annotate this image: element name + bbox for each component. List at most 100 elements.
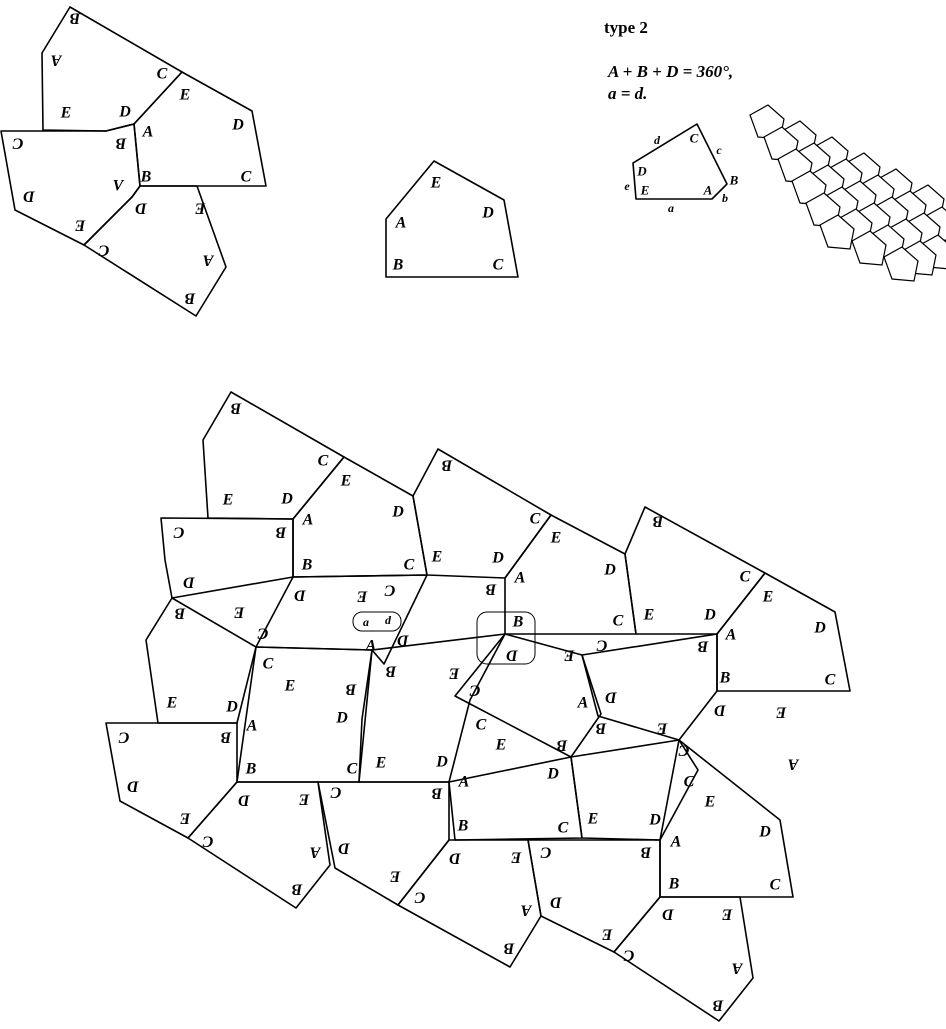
tile-vertex-b: B <box>345 681 357 698</box>
vertex-label-c: C <box>12 135 23 152</box>
tile-vertex-a: A <box>670 834 682 851</box>
tile-vertex-d: D <box>391 504 404 521</box>
vertex-label-e: E <box>430 175 442 192</box>
tile-vertex-d: D <box>280 491 293 508</box>
tile-vertex-a: A <box>725 627 737 644</box>
tile-vertex-a: A <box>309 844 321 861</box>
edge-label-b: b <box>722 191 728 205</box>
tile-vertex-e: E <box>299 791 311 808</box>
tile-vertex-b: B <box>174 605 186 622</box>
tile-vertex-d: D <box>225 699 238 716</box>
tile-vertex-b: B <box>712 997 724 1014</box>
tile-13 <box>454 633 602 758</box>
tile-vertex-d: D <box>813 620 826 637</box>
vertex-label-e: E <box>60 105 72 122</box>
edge-label-d: d <box>654 133 661 147</box>
tile-annotated <box>632 123 728 200</box>
tile-vertex-e: E <box>602 926 614 943</box>
tile-vertex-b: B <box>385 663 397 680</box>
tile-vertex-e: E <box>180 810 192 827</box>
vertex-highlight-marker <box>476 611 536 665</box>
vertex-label-a: A <box>703 183 713 198</box>
tile-vertex-d: D <box>546 766 559 783</box>
tile-vertex-c: C <box>404 557 415 574</box>
vertex-label-d: D <box>135 200 148 217</box>
mini-tile <box>883 246 919 282</box>
tile-vertex-a: A <box>302 512 314 529</box>
vertex-label-b: B <box>392 257 404 274</box>
tile-vertex-d: D <box>449 850 462 867</box>
vertex-label-b: B <box>184 290 196 307</box>
tile-vertex-e: E <box>357 588 369 605</box>
tile-vertex-c: C <box>173 524 184 541</box>
tile-vertex-c: C <box>558 820 569 837</box>
vertex-label-e: E <box>179 87 191 104</box>
tile-vertex-c: C <box>476 717 487 734</box>
type-title: type 2 <box>604 18 648 37</box>
tile-vertex-b: B <box>640 844 652 861</box>
mini-tiling <box>749 104 946 282</box>
tile-vertex-c: C <box>596 637 607 654</box>
tile-vertex-d: D <box>238 792 251 809</box>
tile-vertex-e: E <box>166 695 178 712</box>
tile-vertex-d: D <box>714 702 727 719</box>
vertex-label-d: D <box>636 164 647 179</box>
tile-vertex-e: E <box>511 849 523 866</box>
tile-vertex-b: B <box>503 940 515 957</box>
tile-vertex-c: C <box>263 656 274 673</box>
tile-vertex-a: A <box>520 902 532 919</box>
tile-vertex-c: C <box>318 453 329 470</box>
edge-highlight-marker <box>352 611 402 632</box>
vertex-label-c: C <box>98 242 109 259</box>
tile-vertex-b: B <box>556 737 568 754</box>
edge-label-e: e <box>624 179 630 193</box>
tile-vertex-b: B <box>301 557 313 574</box>
vertex-label-a: A <box>50 52 62 69</box>
tile-vertex-d: D <box>127 778 140 795</box>
vertex-label-b: B <box>69 10 81 27</box>
tile-vertex-b: B <box>230 400 242 417</box>
tile-vertex-a: A <box>787 756 799 773</box>
vertex-label-d: D <box>23 188 36 205</box>
tile-vertex-e: E <box>550 530 562 547</box>
tile-vertex-c: C <box>384 582 395 599</box>
tile-vertex-d: D <box>506 647 519 664</box>
vertex-label-c: C <box>690 131 699 146</box>
tile-vertex-e: E <box>704 794 716 811</box>
tile-vertex-e: E <box>495 737 507 754</box>
tile-6 <box>504 514 637 635</box>
tile-vertex-d: D <box>605 689 618 706</box>
tile-vertex-e: E <box>375 755 387 772</box>
tile-vertex-c: C <box>330 784 341 801</box>
highlight-edge-a: a <box>363 615 369 629</box>
tile-outlines <box>0 6 851 1022</box>
tile-vertex-d: D <box>662 906 675 923</box>
vertex-label-e: E <box>195 200 207 217</box>
tile-vertex-e: E <box>762 589 774 606</box>
mini-tile <box>819 214 855 250</box>
tile-vertex-b: B <box>431 785 443 802</box>
tile-vertex-e: E <box>234 604 246 621</box>
tile-vertex-a: A <box>514 570 526 587</box>
tile-18 <box>570 739 699 841</box>
tile-vertex-d: D <box>435 754 448 771</box>
tile-vertex-d: D <box>183 574 196 591</box>
vertex-label-c: C <box>493 257 504 274</box>
tile-vertex-a: A <box>365 638 377 655</box>
mini-tile <box>851 230 887 266</box>
tile-vertex-b: B <box>441 457 453 474</box>
tile-vertex-c: C <box>740 569 751 586</box>
tile-vertex-e: E <box>564 647 576 664</box>
tile-vertex-b: B <box>652 513 664 530</box>
tile-vertex-e: E <box>222 492 234 509</box>
tile-vertex-b: B <box>697 638 709 655</box>
tile-vertex-c: C <box>530 511 541 528</box>
tile-10 <box>236 646 373 783</box>
tile-vertex-d: D <box>294 587 307 604</box>
tile-vertex-d: D <box>397 632 410 649</box>
vertex-label-c: C <box>241 169 252 186</box>
vertex-label-b: B <box>115 135 127 152</box>
